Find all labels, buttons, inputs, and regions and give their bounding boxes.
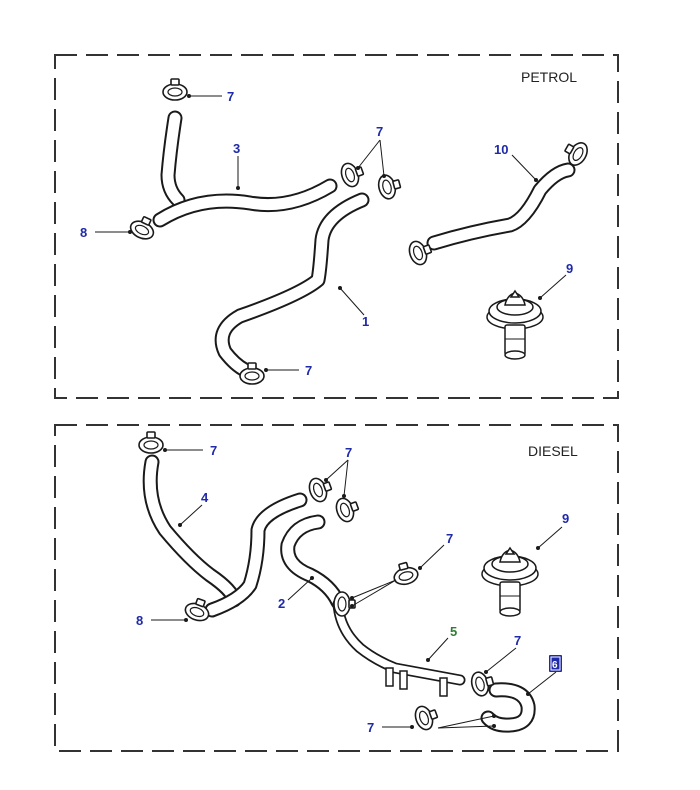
pipe-5[interactable] — [332, 598, 466, 697]
hose-clamp-icon — [138, 431, 164, 454]
hose-clamp-icon — [305, 473, 336, 505]
callout-8: 8 — [136, 613, 143, 628]
hose-1[interactable] — [214, 192, 370, 378]
callout-5: 5 — [450, 624, 457, 639]
callout-7: 7 — [227, 89, 234, 104]
thermostat-icon — [486, 290, 544, 360]
diesel-frame — [54, 424, 619, 752]
callout-8: 8 — [80, 225, 87, 240]
hose-clamp-icon — [411, 701, 442, 733]
petrol-label: PETROL — [521, 69, 577, 85]
callout-7: 7 — [367, 720, 374, 735]
diesel-section: DIESEL — [54, 424, 619, 752]
hose-clamp-icon — [390, 559, 421, 588]
callout-7: 7 — [514, 633, 521, 648]
callout-7: 7 — [210, 443, 217, 458]
hose-10[interactable] — [426, 162, 576, 251]
callout-6-highlight[interactable]: 6 — [549, 655, 562, 672]
callout-10: 10 — [494, 142, 508, 157]
hose-2[interactable] — [280, 514, 346, 610]
petrol-frame — [54, 54, 619, 399]
hose-3[interactable] — [152, 110, 338, 228]
hose-clamp-icon — [162, 78, 188, 101]
callout-3: 3 — [233, 141, 240, 156]
diesel-label: DIESEL — [528, 443, 578, 459]
callout-9: 9 — [562, 511, 569, 526]
petrol-section: PETROL — [54, 54, 619, 399]
hose-6[interactable] — [480, 682, 536, 733]
hose-clamp-icon — [337, 158, 368, 190]
callout-2: 2 — [278, 596, 285, 611]
callout-7: 7 — [376, 124, 383, 139]
callout-7: 7 — [446, 531, 453, 546]
hose-4[interactable] — [142, 454, 308, 618]
thermostat-icon — [481, 547, 539, 617]
hose-clamp-icon — [333, 591, 356, 617]
callout-1: 1 — [362, 314, 369, 329]
callout-6: 6 — [552, 660, 558, 671]
hose-clamp-icon — [332, 493, 363, 525]
hose-clamp-icon — [375, 171, 404, 202]
callout-7: 7 — [305, 363, 312, 378]
callout-7: 7 — [345, 445, 352, 460]
callout-9: 9 — [566, 261, 573, 276]
callout-4: 4 — [201, 490, 209, 505]
